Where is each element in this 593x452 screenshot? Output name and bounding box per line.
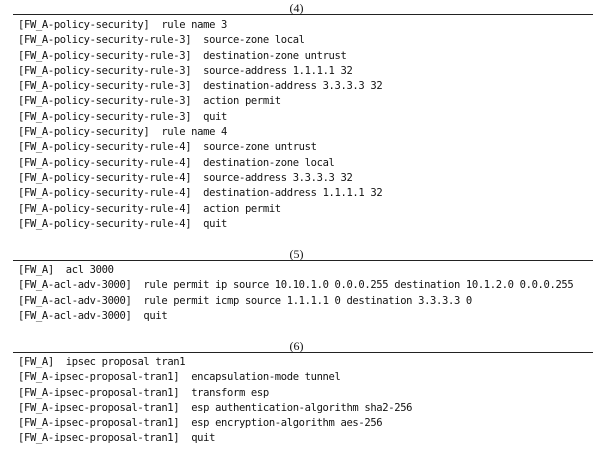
- cli-prompt: [FW_A]: [18, 356, 54, 368]
- command-line: [FW_A-acl-adv-3000] rule permit ip sourc…: [18, 278, 574, 293]
- cli-prompt: [FW_A-policy-security-rule-3]: [18, 80, 192, 93]
- cli-prompt: [FW_A-ipsec-proposal-tran1]: [18, 417, 180, 430]
- command-line: [FW_A-ipsec-proposal-tran1] quit: [18, 431, 412, 446]
- cli-command: destination-zone untrust: [203, 49, 347, 62]
- command-line: [FW_A-policy-security-rule-3] destinatio…: [18, 49, 382, 64]
- command-line: [FW_A-policy-security-rule-3] action per…: [18, 94, 382, 109]
- cli-prompt: [FW_A-ipsec-proposal-tran1]: [18, 432, 180, 445]
- cli-prompt: [FW_A-policy-security-rule-3]: [18, 64, 192, 77]
- section-divider: [13, 14, 593, 15]
- cli-command: rule permit ip source 10.10.1.0 0.0.0.25…: [143, 279, 574, 292]
- command-line: [FW_A-ipsec-proposal-tran1] esp encrypti…: [18, 416, 412, 431]
- cli-prompt: [FW_A-policy-security-rule-4]: [18, 202, 192, 215]
- command-list: [FW_A] acl 3000 [FW_A-acl-adv-3000] rule…: [18, 263, 574, 324]
- cli-command: encapsulation-mode tunnel: [191, 371, 341, 384]
- cli-command: action permit: [203, 202, 281, 215]
- cli-prompt: [FW_A-policy-security-rule-3]: [18, 95, 192, 108]
- command-line: [FW_A-policy-security] rule name 3: [18, 18, 382, 33]
- cli-prompt: [FW_A-acl-adv-3000]: [18, 309, 132, 322]
- cli-prompt: [FW_A-policy-security-rule-4]: [18, 141, 192, 154]
- cli-command: rule name 3: [161, 19, 228, 31]
- cli-command: transform esp: [191, 386, 269, 399]
- cli-command: acl 3000: [65, 264, 114, 276]
- command-line: [FW_A-acl-adv-3000] rule permit icmp sou…: [18, 294, 573, 309]
- cli-prompt: [FW_A-policy-security-rule-4]: [18, 156, 192, 169]
- cli-command: destination-address 3.3.3.3 32: [203, 80, 383, 93]
- cli-prompt: [FW_A-policy-security-rule-3]: [18, 110, 192, 123]
- cli-prompt: [FW_A-ipsec-proposal-tran1]: [18, 371, 180, 384]
- command-line: [FW_A-policy-security-rule-4] quit: [18, 217, 382, 232]
- command-line: [FW_A-policy-security-rule-3] destinatio…: [18, 79, 383, 94]
- command-line: [FW_A-policy-security-rule-3] quit: [18, 110, 382, 125]
- section-title: (5): [289, 247, 304, 261]
- cli-prompt: [FW_A-policy-security]: [18, 19, 150, 31]
- command-line: [FW_A-policy-security] rule name 4: [18, 125, 382, 140]
- command-line: [FW_A-policy-security-rule-3] source-zon…: [18, 33, 382, 48]
- cli-command: destination-zone local: [203, 156, 335, 169]
- cli-prompt: [FW_A-policy-security-rule-3]: [18, 34, 192, 47]
- command-line: [FW_A-ipsec-proposal-tran1] encapsulatio…: [18, 370, 412, 385]
- command-line: [FW_A-policy-security-rule-4] source-add…: [18, 171, 382, 186]
- command-line: [FW_A-ipsec-proposal-tran1] esp authenti…: [18, 401, 412, 416]
- cli-command: quit: [191, 432, 216, 445]
- command-list: [FW_A] ipsec proposal tran1 [FW_A-ipsec-…: [18, 355, 412, 447]
- command-line: [FW_A-policy-security-rule-3] source-add…: [18, 64, 382, 79]
- command-list: [FW_A-policy-security] rule name 3 [FW_A…: [18, 18, 383, 232]
- command-line: [FW_A-policy-security-rule-4] destinatio…: [18, 186, 383, 201]
- command-line: [FW_A-ipsec-proposal-tran1] transform es…: [18, 386, 412, 401]
- cli-prompt: [FW_A-acl-adv-3000]: [18, 294, 132, 307]
- command-line: [FW_A-policy-security-rule-4] destinatio…: [18, 156, 382, 171]
- cli-command: action permit: [203, 95, 281, 108]
- cli-prompt: [FW_A-ipsec-proposal-tran1]: [18, 401, 180, 414]
- cli-command: source-address 3.3.3.3 32: [203, 171, 353, 184]
- cli-command: rule permit icmp source 1.1.1.1 0 destin…: [143, 294, 472, 307]
- section-title: (4): [289, 1, 304, 15]
- section-divider: [13, 260, 593, 261]
- cli-command: source-zone local: [203, 34, 305, 47]
- cli-command: quit: [143, 309, 168, 322]
- cli-prompt: [FW_A-policy-security]: [18, 126, 150, 139]
- cli-prompt: [FW_A-ipsec-proposal-tran1]: [18, 386, 180, 399]
- cli-command: source-zone untrust: [203, 141, 317, 154]
- cli-command: ipsec proposal tran1: [65, 356, 186, 368]
- cli-prompt: [FW_A-policy-security-rule-3]: [18, 49, 192, 62]
- cli-prompt: [FW_A-acl-adv-3000]: [18, 279, 132, 292]
- command-line: [FW_A-acl-adv-3000] quit: [18, 309, 573, 324]
- cli-command: source-address 1.1.1.1 32: [203, 64, 353, 77]
- cli-command: rule name 4: [161, 126, 228, 139]
- cli-command: quit: [203, 217, 228, 230]
- cli-command: quit: [203, 110, 228, 123]
- cli-command: esp encryption-algorithm aes-256: [191, 417, 383, 430]
- cli-prompt: [FW_A-policy-security-rule-4]: [18, 171, 192, 184]
- cli-prompt: [FW_A]: [18, 264, 54, 276]
- cli-command: destination-address 1.1.1.1 32: [203, 187, 383, 200]
- command-line: [FW_A-policy-security-rule-4] source-zon…: [18, 140, 382, 155]
- command-line: [FW_A] acl 3000: [18, 263, 573, 278]
- command-line: [FW_A] ipsec proposal tran1: [18, 355, 412, 370]
- cli-prompt: [FW_A-policy-security-rule-4]: [18, 217, 192, 230]
- cli-command: esp authentication-algorithm sha2-256: [191, 401, 413, 414]
- section-title: (6): [289, 339, 304, 353]
- command-line: [FW_A-policy-security-rule-4] action per…: [18, 202, 382, 217]
- section-divider: [13, 352, 593, 353]
- cli-prompt: [FW_A-policy-security-rule-4]: [18, 187, 192, 200]
